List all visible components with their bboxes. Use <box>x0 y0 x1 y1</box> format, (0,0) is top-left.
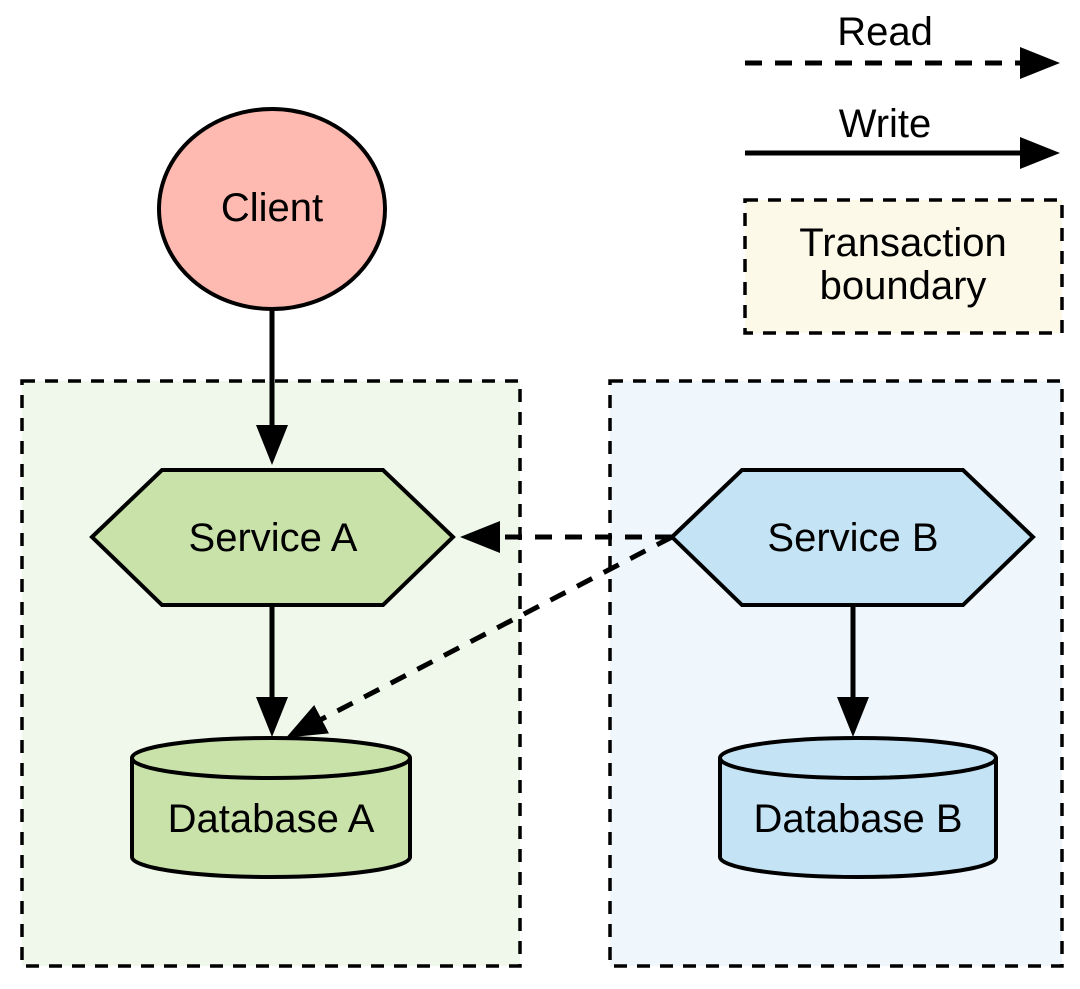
database-a-cylinder-top <box>130 736 412 780</box>
legend-transaction-boundary-box <box>743 198 1064 335</box>
client-node: Client <box>157 107 387 311</box>
legend-read-label: Read <box>837 10 933 54</box>
database-a-label: Database A <box>168 797 375 841</box>
database-b-node: Database B <box>718 736 998 879</box>
database-b-cylinder-body <box>718 758 998 879</box>
legend-transaction-label-line2: boundary <box>820 264 987 308</box>
service-b-hexagon <box>669 468 1036 607</box>
service-a-node: Service A <box>89 468 456 607</box>
service-b-label: Service B <box>767 516 938 560</box>
legend-write-label: Write <box>839 102 932 146</box>
database-a-node: Database A <box>130 736 412 879</box>
database-b-label: Database B <box>753 797 962 841</box>
service-a-hexagon <box>89 468 456 607</box>
service-a-label: Service A <box>189 516 358 560</box>
edge-service-b-to-database-a-read-arrow <box>286 534 674 738</box>
database-b-cylinder-top <box>718 736 998 780</box>
edges <box>256 308 869 738</box>
service-b-node: Service B <box>669 468 1036 607</box>
legend-transaction-label-line1: Transaction <box>799 221 1007 265</box>
legend: Read Write Transaction boundary <box>743 10 1064 335</box>
database-a-cylinder-body <box>130 758 412 879</box>
client-label: Client <box>221 186 323 230</box>
client-circle <box>157 107 387 311</box>
